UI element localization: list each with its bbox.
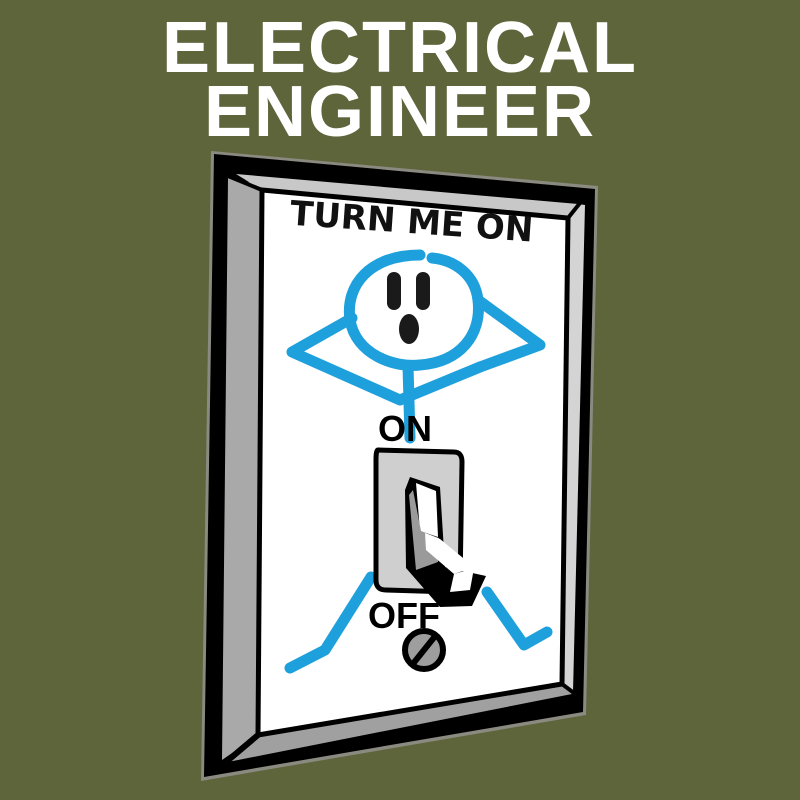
toggle-switch-icon[interactable]	[373, 447, 486, 607]
outlet-face-stick-figure-icon	[284, 249, 553, 674]
title-line-electrical: ELECTRICAL	[162, 8, 638, 88]
on-label: ON	[378, 408, 432, 449]
title-line-engineer: ENGINEER	[203, 72, 597, 152]
screw-icon	[402, 628, 446, 672]
outlet-face	[387, 272, 430, 344]
